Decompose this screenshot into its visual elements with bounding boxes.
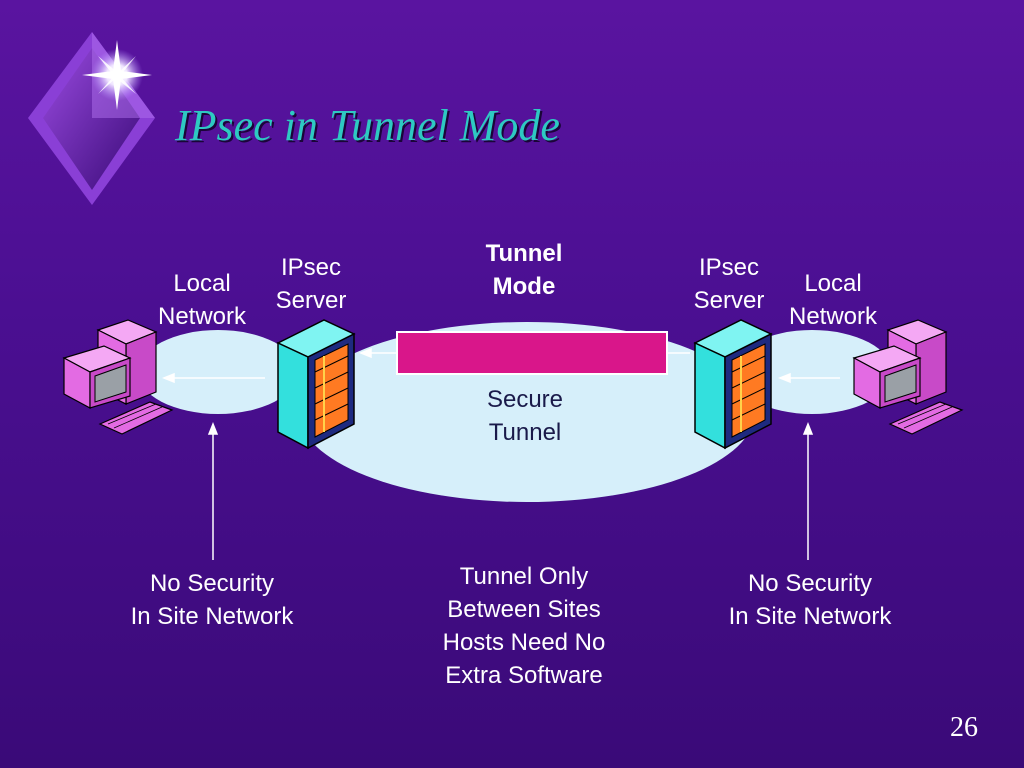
right-network-arrow — [777, 372, 840, 384]
left-network-arrow — [161, 372, 265, 384]
tunnel-bar — [396, 331, 668, 375]
secure-tunnel-line-1: Secure — [486, 386, 564, 413]
secure-tunnel-label: Secure Tunnel — [465, 383, 585, 449]
right-local-network-line-2: Network — [788, 303, 878, 330]
right-ipsec-server-line-2: Server — [693, 287, 765, 314]
tunnel-mode-line-2: Mode — [492, 273, 556, 300]
right-callout-arrow — [802, 421, 814, 560]
right-local-network-line-1: Local — [804, 270, 862, 297]
left-network-cloud — [138, 330, 298, 414]
tunnel-mode-line-1: Tunnel — [485, 240, 563, 267]
sparkle-star-icon — [82, 40, 152, 110]
left-ipsec-server-label: IPsec Server — [256, 251, 366, 317]
center-tunnel-note: Tunnel Only Between Sites Hosts Need No … — [404, 560, 644, 692]
left-ipsec-server-line-1: IPsec — [280, 254, 342, 281]
right-security-note: No Security In Site Network — [700, 567, 920, 633]
right-local-network-label: Local Network — [773, 267, 893, 333]
right-network-cloud — [732, 330, 892, 414]
tunnel-mode-label: Tunnel Mode — [464, 237, 584, 303]
left-local-network-line-2: Network — [157, 303, 247, 330]
slide-number: 26 — [950, 712, 978, 743]
center-tunnel-note-line-3: Hosts Need No — [442, 629, 606, 656]
left-ipsec-server-icon — [276, 319, 356, 450]
center-tunnel-note-line-4: Extra Software — [445, 662, 603, 689]
center-tunnel-note-line-2: Between Sites — [447, 596, 601, 623]
left-local-network-line-1: Local — [173, 270, 231, 297]
center-tunnel-note-line-1: Tunnel Only — [459, 563, 589, 590]
left-computer-icon — [62, 319, 174, 435]
left-ipsec-server-line-2: Server — [275, 287, 347, 314]
left-callout-arrow — [207, 421, 219, 560]
right-computer-icon — [852, 319, 964, 435]
left-security-note-line-1: No Security — [149, 570, 275, 597]
right-security-note-line-1: No Security — [747, 570, 873, 597]
slide-title: IPsec in Tunnel Mode — [175, 101, 560, 150]
secure-tunnel-line-2: Tunnel — [488, 419, 562, 446]
right-ipsec-server-label: IPsec Server — [674, 251, 784, 317]
right-ipsec-server-icon — [693, 319, 773, 450]
tunnel-arrow — [358, 347, 690, 359]
left-security-note: No Security In Site Network — [102, 567, 322, 633]
left-security-note-line-2: In Site Network — [130, 603, 294, 630]
right-ipsec-server-line-1: IPsec — [698, 254, 760, 281]
right-security-note-line-2: In Site Network — [728, 603, 892, 630]
left-local-network-label: Local Network — [142, 267, 262, 333]
